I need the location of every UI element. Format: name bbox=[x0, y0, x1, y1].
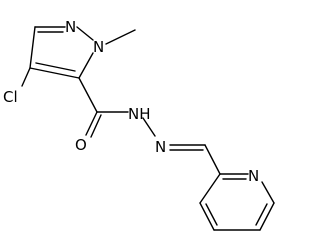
bond-carbonyl-o bbox=[85, 111, 98, 136]
bond-py-c4-c3 bbox=[199, 202, 215, 231]
bond-py-inner-2 bbox=[255, 203, 268, 226]
molecule-drawing: N N Cl O NH N N bbox=[3, 18, 275, 231]
bond-n2-methyl bbox=[105, 29, 136, 45]
bond-c5-carbonyl bbox=[78, 77, 98, 113]
bond-carbonyl-o-double bbox=[90, 114, 102, 138]
atom-n-pyrazole-top: N bbox=[65, 18, 76, 36]
bond-c4-c5-inner bbox=[35, 62, 76, 72]
bond-py-c3-c2 bbox=[199, 173, 221, 204]
bond-c5-n2 bbox=[78, 52, 94, 79]
structure-canvas: N N Cl O NH N N bbox=[3, 18, 275, 231]
bond-py-n-c6 bbox=[261, 181, 275, 204]
bond-nh-n bbox=[142, 117, 156, 137]
bond-n1-n2 bbox=[76, 26, 94, 41]
atom-o: O bbox=[75, 136, 87, 154]
bond-c4-cl bbox=[21, 67, 31, 87]
atom-n-imine: N bbox=[155, 138, 166, 156]
bond-py-c6-c5 bbox=[259, 202, 275, 231]
bond-py-inner-3 bbox=[205, 203, 218, 226]
bond-c3-c4 bbox=[29, 26, 36, 69]
atom-n-pyrazole-methyl: N bbox=[93, 38, 104, 56]
atom-cl: Cl bbox=[3, 88, 18, 106]
atom-n-pyridine: N bbox=[248, 167, 259, 185]
bond-ch-pyridine bbox=[204, 144, 221, 175]
bond-c4-c5 bbox=[29, 67, 80, 79]
atom-nh: NH bbox=[128, 105, 151, 123]
